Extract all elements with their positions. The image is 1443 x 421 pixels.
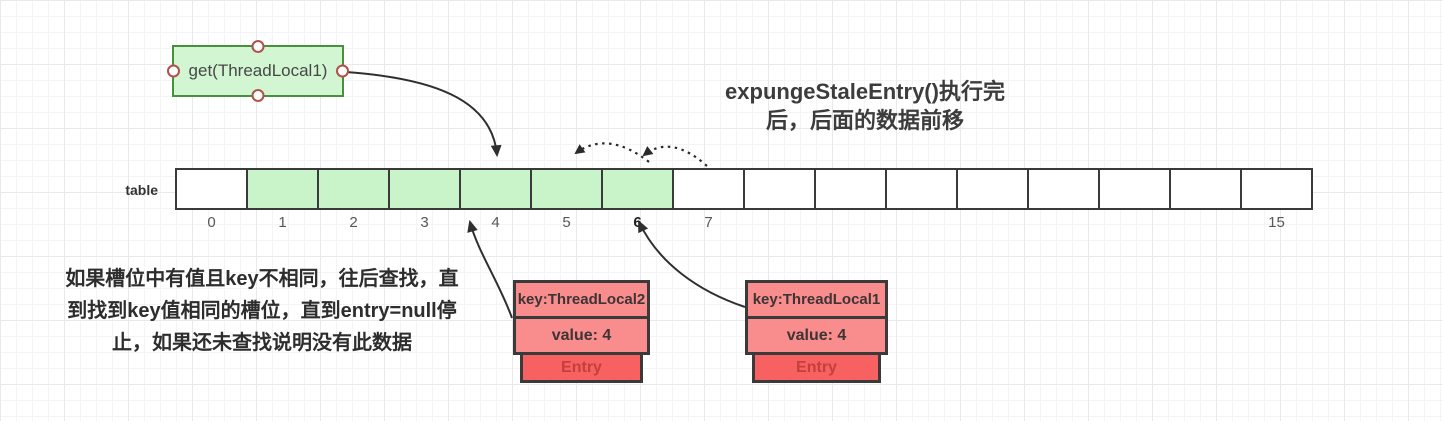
- entry-value-cell: value: 4: [513, 316, 650, 355]
- dotted-shift-arrow-7-to-6: [642, 145, 708, 167]
- table-cell-0: [175, 168, 248, 210]
- entry-key-cell: key:ThreadLocal1: [745, 280, 888, 319]
- index-label-3: 3: [420, 214, 429, 231]
- entry-box-threadlocal1: key:ThreadLocal1 value: 4 Entry: [745, 280, 888, 383]
- table-cell-10: [885, 168, 958, 210]
- connection-handle-left[interactable]: [167, 64, 180, 78]
- index-label-6: 6: [633, 214, 642, 231]
- note-line-1: 如果槽位中有值且key不相同，往后查找，直: [65, 268, 459, 290]
- connection-handle-top[interactable]: [251, 40, 265, 53]
- table-cell-1: [246, 168, 319, 210]
- table-cell-14: [1169, 168, 1242, 210]
- arrow-get-to-slot4: [345, 71, 502, 158]
- note-line-2: 到找到key值相同的槽位，直到entry=null停: [67, 300, 457, 322]
- index-label-15: 15: [1268, 214, 1285, 231]
- entry-type-label: Entry: [752, 352, 881, 383]
- dotted-shift-arrow-6-to-5: [574, 142, 650, 163]
- table-cell-11: [956, 168, 1029, 210]
- table-label: table: [125, 182, 158, 198]
- table-row: [175, 168, 1313, 210]
- table-cell-13: [1098, 168, 1171, 210]
- title-annotation: expungeStaleEntry()执行完 后，后面的数据前移: [655, 77, 1075, 135]
- note-annotation: 如果槽位中有值且key不相同，往后查找，直 到找到key值相同的槽位，直到ent…: [38, 263, 486, 359]
- table-cell-8: [743, 168, 816, 210]
- index-label-4: 4: [491, 214, 500, 231]
- index-label-1: 1: [278, 214, 287, 231]
- table-cell-6: [601, 168, 674, 210]
- table-cell-3: [388, 168, 461, 210]
- table-cell-15: [1240, 168, 1313, 210]
- table-cell-2: [317, 168, 390, 210]
- index-label-0: 0: [207, 214, 216, 231]
- table-cell-12: [1027, 168, 1100, 210]
- connection-handle-right[interactable]: [336, 64, 349, 78]
- get-threadlocal1-label: get(ThreadLocal1): [188, 61, 328, 80]
- index-label-5: 5: [562, 214, 571, 231]
- table-cell-4: [459, 168, 532, 210]
- table-cell-5: [530, 168, 603, 210]
- note-line-3: 止，如果还未查找说明没有此数据: [112, 332, 412, 354]
- title-line-1: expungeStaleEntry()执行完: [725, 79, 1005, 104]
- table-cell-9: [814, 168, 887, 210]
- table-cell-7: [672, 168, 745, 210]
- entry-type-label: Entry: [520, 352, 643, 383]
- index-label-2: 2: [349, 214, 358, 231]
- entry-value-cell: value: 4: [745, 316, 888, 355]
- entry-box-threadlocal2: key:ThreadLocal2 value: 4 Entry: [513, 280, 650, 383]
- title-line-2: 后，后面的数据前移: [765, 108, 964, 133]
- get-threadlocal1-shape[interactable]: get(ThreadLocal1): [167, 40, 349, 102]
- arrow-entry1-to-slot6: [638, 220, 746, 308]
- connection-handle-bottom[interactable]: [251, 89, 265, 102]
- index-label-7: 7: [704, 214, 713, 231]
- entry-key-cell: key:ThreadLocal2: [513, 280, 650, 319]
